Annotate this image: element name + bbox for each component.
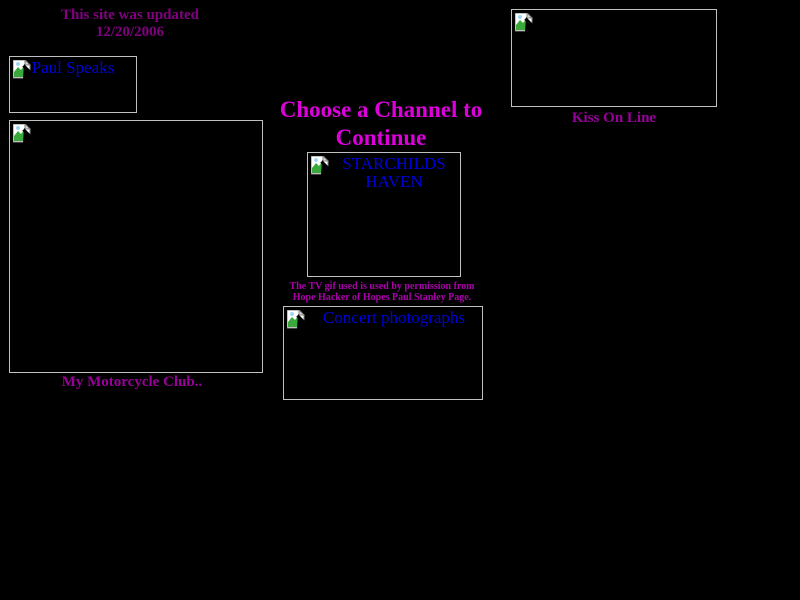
kiss-on-line-alt-row (512, 10, 716, 30)
site-updated-line2: 12/20/2006 (95, 23, 165, 40)
caption-my-motorcycle-club: My Motorcycle Club.. (61, 374, 203, 390)
permission-note-line2: Hope Hacker of Hopes Paul Stanley Page. (292, 292, 472, 303)
paul-speaks-alt-row: Paul Speaks (10, 57, 136, 77)
broken-image-icon (515, 13, 533, 32)
paul-speaks-alt-text: Paul Speaks (31, 58, 115, 77)
starchilds-haven-alt-row: STARCHILDS HAVEN (308, 153, 460, 191)
site-updated-line1: This site was updated (61, 7, 199, 23)
link-starchilds-haven[interactable]: STARCHILDS HAVEN (307, 152, 461, 277)
concert-photographs-alt-row: Concert photographs (284, 307, 482, 327)
link-kiss-on-line[interactable] (511, 9, 717, 107)
broken-image-icon (287, 310, 305, 329)
broken-image-icon (13, 124, 31, 143)
permission-note: The TV gif used is used by permission fr… (263, 281, 501, 303)
broken-image-icon (13, 60, 31, 79)
broken-image-icon (311, 156, 329, 175)
caption-kiss-on-line: Kiss On Line (571, 110, 657, 126)
link-paul-speaks[interactable]: Paul Speaks (9, 56, 137, 113)
my-motorcycle-club-alt-row (10, 121, 262, 141)
permission-note-line1: The TV gif used is used by permission fr… (289, 281, 475, 292)
link-concert-photographs[interactable]: Concert photographs (283, 306, 483, 400)
starchilds-haven-alt-text: STARCHILDS HAVEN (342, 154, 446, 191)
site-updated-notice: This site was updated 12/20/2006 (0, 7, 260, 40)
link-my-motorcycle-club[interactable] (9, 120, 263, 373)
page-title: Choose a Channel to Continue (279, 97, 483, 150)
concert-photographs-alt-text: Concert photographs (322, 308, 466, 327)
